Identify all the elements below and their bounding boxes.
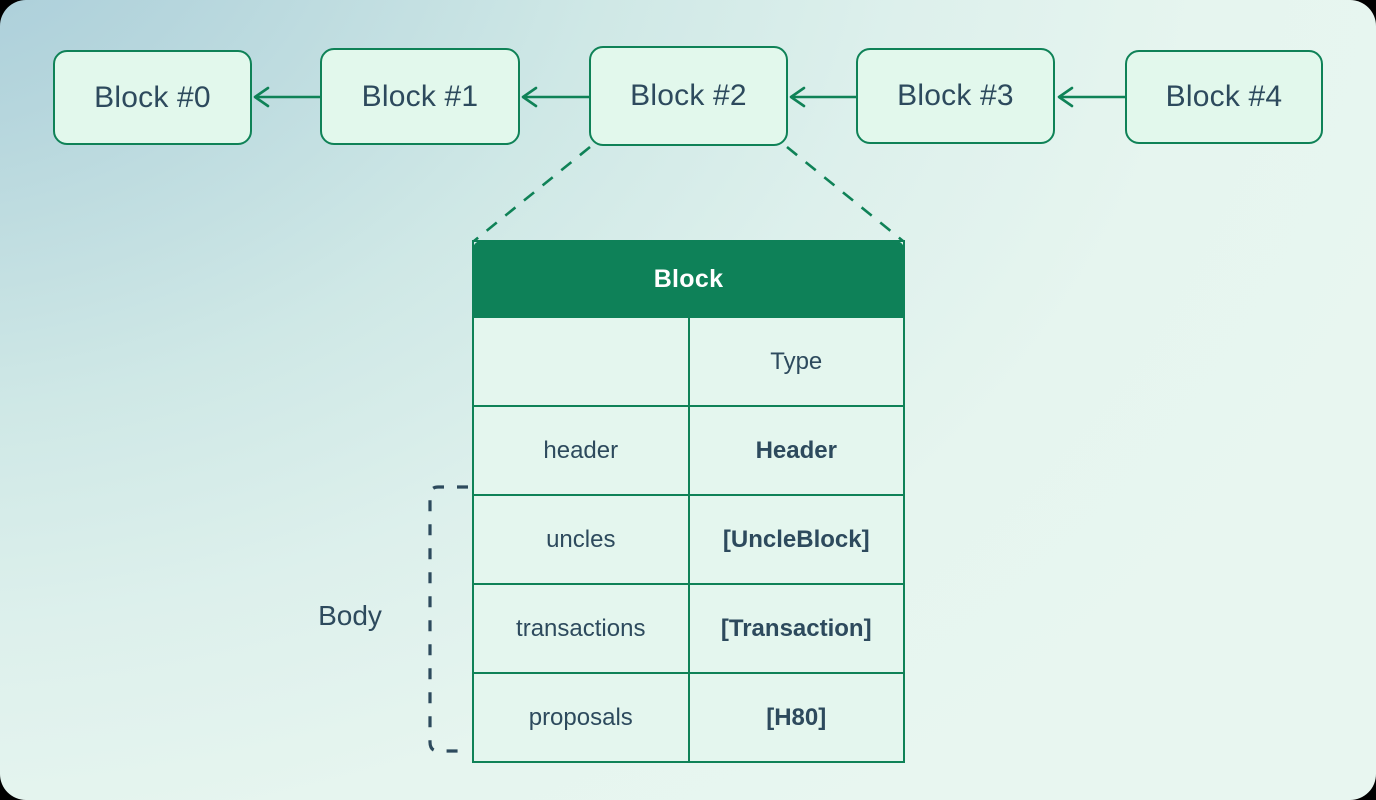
chain-block-2[interactable]: Block #2 bbox=[589, 46, 788, 146]
chain-block-label: Block #4 bbox=[1165, 80, 1283, 113]
body-group-label: Body bbox=[318, 600, 382, 631]
struct-field-name: transactions bbox=[472, 583, 690, 674]
chain-block-label: Block #3 bbox=[897, 79, 1014, 112]
chain-block-1[interactable]: Block #1 bbox=[320, 48, 520, 145]
chain-block-label: Block #2 bbox=[630, 79, 747, 112]
chain-block-label: Block #1 bbox=[361, 79, 479, 113]
struct-field-name: header bbox=[472, 405, 690, 496]
struct-table-head: Block bbox=[472, 240, 905, 318]
body-bracket bbox=[428, 485, 468, 753]
struct-col-header-type: Type bbox=[687, 316, 905, 407]
block-struct-table: Block Type header Header uncles [UncleBl… bbox=[472, 240, 905, 763]
struct-field-type: Header bbox=[687, 405, 905, 496]
table-row: header Header bbox=[472, 405, 905, 496]
connector-left bbox=[473, 145, 591, 243]
chain-arrow-3-to-2 bbox=[789, 86, 858, 108]
chain-block-4[interactable]: Block #4 bbox=[1125, 50, 1323, 144]
connector-right bbox=[786, 145, 904, 243]
struct-field-type: [UncleBlock] bbox=[687, 494, 905, 585]
block-expand-connector-group bbox=[473, 145, 904, 243]
struct-field-name: uncles bbox=[472, 494, 690, 585]
chain-block-label: Block #0 bbox=[94, 80, 211, 114]
struct-field-type: [H80] bbox=[687, 672, 905, 763]
struct-title-row: Block bbox=[472, 240, 905, 318]
chain-block-0[interactable]: Block #0 bbox=[53, 50, 252, 145]
struct-table-body: Type header Header uncles [UncleBlock] t… bbox=[472, 316, 905, 763]
chain-arrow-4-to-3 bbox=[1057, 86, 1127, 108]
chain-arrow-2-to-1 bbox=[521, 86, 591, 108]
table-row: proposals [H80] bbox=[472, 672, 905, 763]
table-row: uncles [UncleBlock] bbox=[472, 494, 905, 585]
chain-block-3[interactable]: Block #3 bbox=[856, 48, 1055, 144]
struct-col-header-name bbox=[472, 316, 690, 407]
struct-title: Block bbox=[472, 240, 905, 318]
table-row: transactions [Transaction] bbox=[472, 583, 905, 674]
struct-field-name: proposals bbox=[472, 672, 690, 763]
chain-arrow-1-to-0 bbox=[253, 86, 322, 108]
struct-field-type: [Transaction] bbox=[687, 583, 905, 674]
struct-column-header-row: Type bbox=[472, 316, 905, 407]
